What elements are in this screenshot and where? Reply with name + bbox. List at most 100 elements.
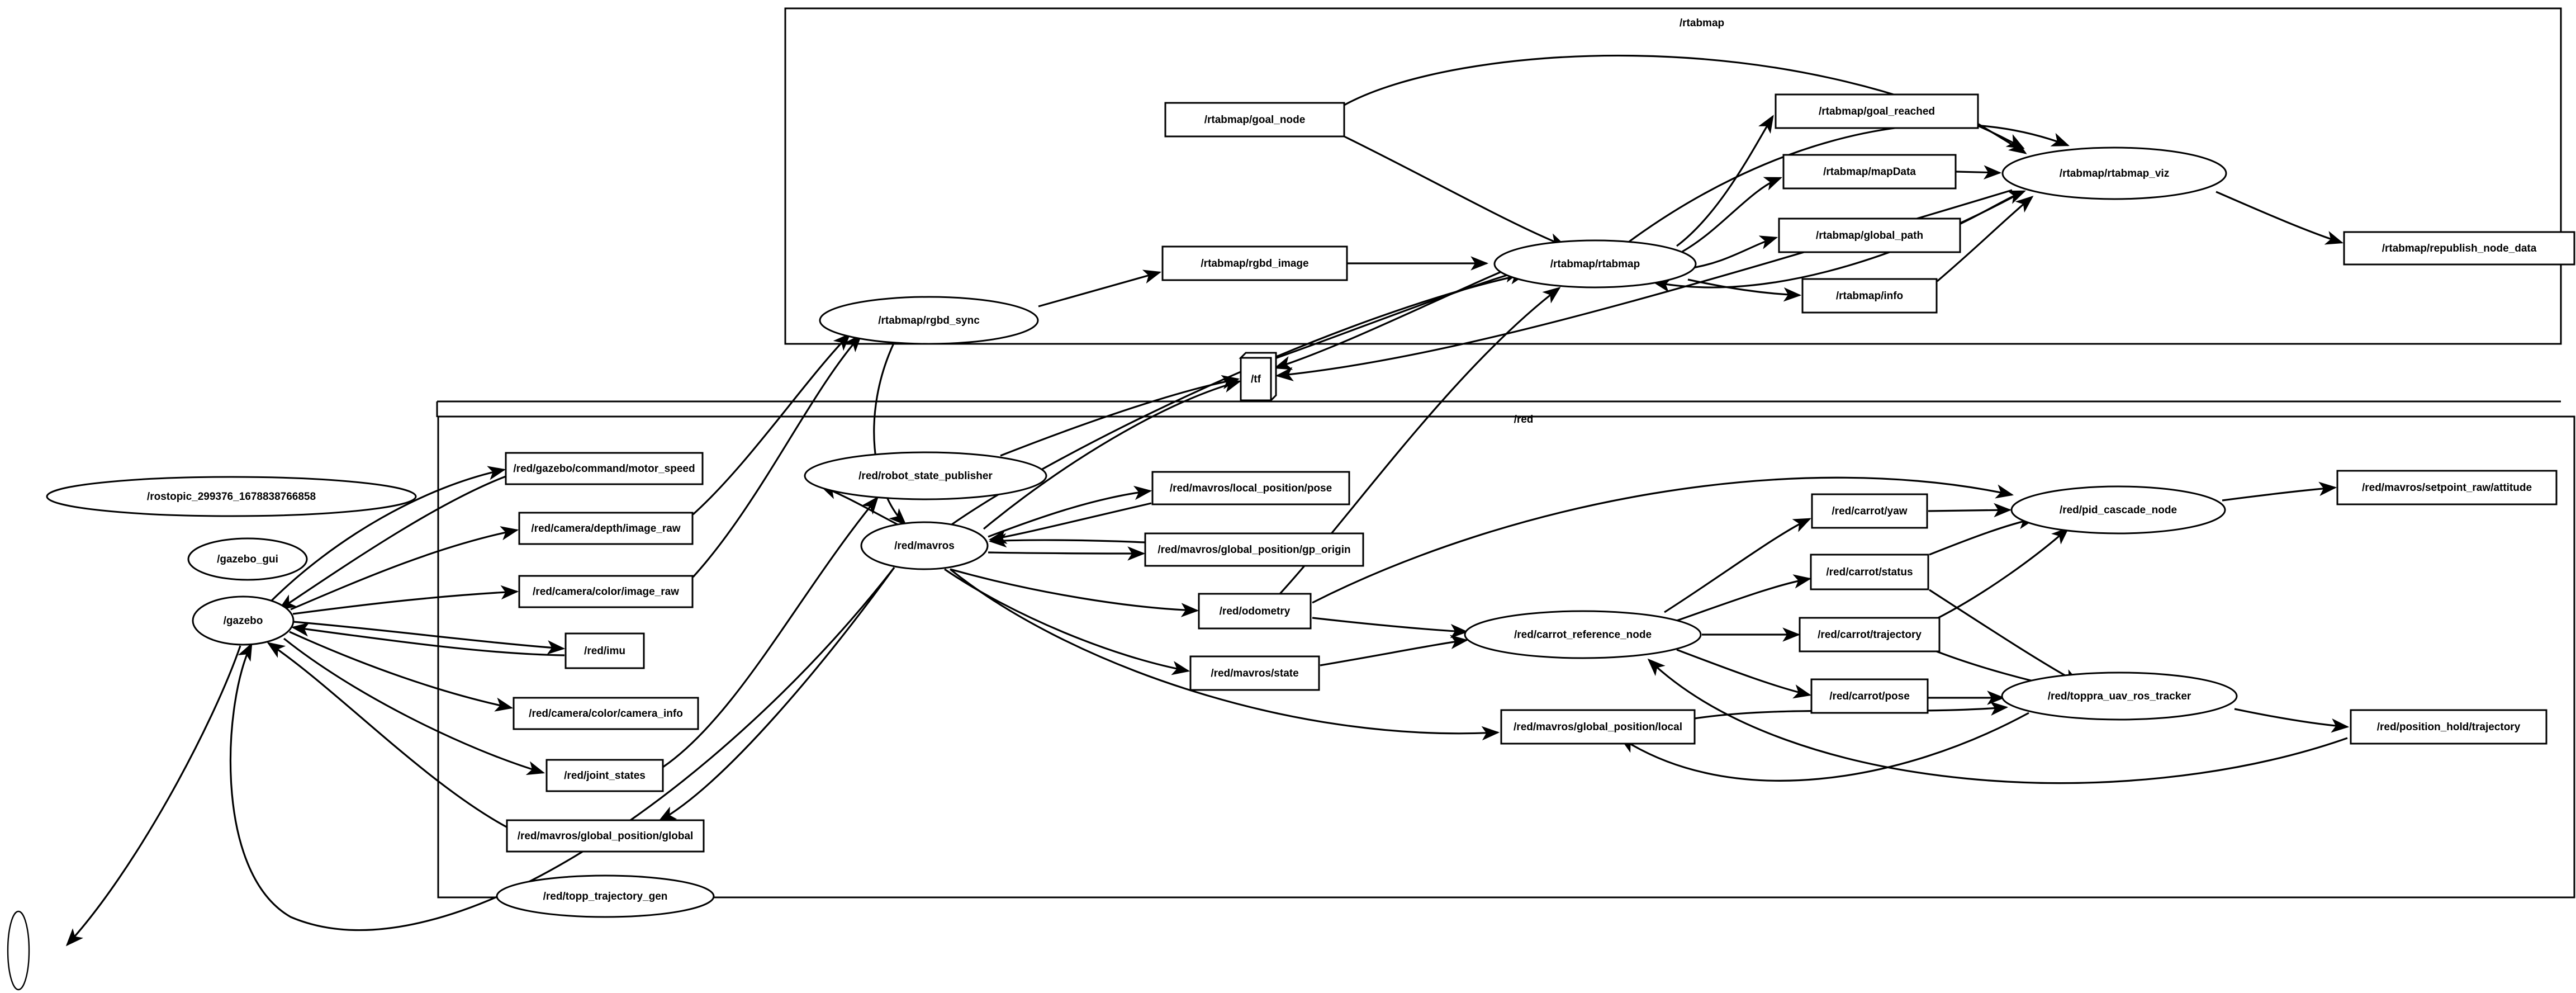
edge-red_mavros-to-red_mavros_local_pose (988, 485, 1152, 538)
node-label-rtabmap_rtabmap_viz: /rtabmap/rtabmap_viz (2060, 168, 2169, 179)
node-label-red_mavros: /red/mavros (894, 540, 955, 552)
node-red_carrot_trajectory[interactable] (1799, 617, 1941, 652)
node-rtabmap_global_path[interactable] (1778, 217, 1961, 253)
node-label-red_joint_states: /red/joint_states (564, 770, 646, 782)
node-red_joint_states[interactable] (545, 759, 664, 792)
edge-red_position_hold_traj-to-red_carrot_reference_node (1647, 658, 2348, 784)
node-red_camera_depth_raw[interactable] (518, 512, 694, 545)
node-tf[interactable] (1239, 352, 1277, 403)
node-shape-ellipse-red_topp_trajectory_gen (496, 874, 715, 918)
node-red_mavros_local_pose[interactable] (1151, 471, 1350, 505)
node-shape-ellipse-red_mavros (860, 521, 989, 570)
node-shape-rect-red_carrot_status (1810, 554, 1929, 590)
node-red_carrot_pose[interactable] (1810, 678, 1929, 714)
edge-gazebo-to-red_joint_states (283, 637, 545, 776)
node-red_mavros_state[interactable] (1189, 655, 1320, 691)
node-red_gazebo_motor_speed[interactable] (505, 452, 704, 485)
node-label-rtabmap_mapData: /rtabmap/mapData (1823, 166, 1916, 178)
node-red_camera_color_info[interactable] (513, 697, 699, 730)
edge-red_mavros_gp_global-to-gazebo (267, 642, 508, 829)
node-label-red_mavros_local_pose: /red/mavros/local_position/pose (1170, 483, 1332, 494)
node-red_mavros_gp_global[interactable] (506, 819, 705, 853)
node-red_pid_cascade_node[interactable] (2010, 485, 2226, 535)
node-shape-box3d-front-tf (1240, 357, 1272, 401)
node-label-red_carrot_trajectory: /red/carrot/trajectory (1818, 629, 1922, 641)
node-rtabmap_goal_node[interactable] (1164, 102, 1345, 138)
node-shape-rect-red_carrot_yaw (1811, 493, 1928, 529)
node-red_topp_trajectory_gen[interactable] (496, 874, 715, 918)
edge-red_imu-to-gazebo (291, 622, 565, 656)
node-red_mavros_gp_local[interactable] (1500, 709, 1696, 745)
edge-red_camera_depth_raw-to-rtabmap_rgbd_sync (692, 333, 851, 516)
node-shape-rect-red_mavros_setpoint_att (2336, 470, 2558, 505)
node-label-red_mavros_state: /red/mavros/state (1211, 668, 1298, 679)
edge-red_carrot_yaw-to-red_pid_cascade_node (1928, 503, 2012, 518)
edge-red_mavros-to-red_mavros_gp_origin (988, 546, 1146, 561)
node-label-red_mavros_setpoint_att: /red/mavros/setpoint_raw/attitude (2362, 482, 2532, 494)
node-label-rtabmap_goal_node: /rtabmap/goal_node (1204, 114, 1306, 126)
node-rtabmap_rgbd_image[interactable] (1161, 245, 1348, 281)
node-red_carrot_reference_node[interactable] (1464, 610, 1702, 659)
node-label-red_imu: /red/imu (584, 645, 625, 657)
node-rostopic[interactable] (46, 476, 417, 517)
node-label-red_toppra_tracker: /red/toppra_uav_ros_tracker (2048, 691, 2191, 702)
node-label-rtabmap_rgbd_image: /rtabmap/rgbd_image (1201, 258, 1308, 269)
edge-rtabmap_rtabmap-to-rtabmap_global_path (1688, 235, 1778, 269)
node-shape-rect-red_carrot_trajectory (1799, 617, 1941, 652)
node-shape-rect-red_camera_color_info (513, 697, 699, 730)
node-red_imu[interactable] (564, 632, 645, 669)
edge-rtabmap_rtabmap-to-tf (1273, 267, 1510, 370)
node-red_toppra_tracker[interactable] (2001, 672, 2238, 721)
node-red_carrot_yaw[interactable] (1811, 493, 1928, 529)
node-red_position_hold_traj[interactable] (2350, 709, 2547, 745)
edge-red_odometry-to-red_pid_cascade_node (1312, 476, 2014, 604)
node-shape-ellipse-rostopic (46, 476, 417, 517)
node-shape-rect-rtabmap_mapData (1782, 154, 1957, 190)
node-red_mavros_setpoint_att[interactable] (2336, 470, 2558, 505)
edge-red_mavros-to-red_mavros_state (944, 568, 1190, 675)
node-label-red_mavros_gp_local: /red/mavros/global_position/local (1514, 721, 1682, 733)
nodes-layer: /rtabmap/goal_node/rtabmap/goal_reached/… (7, 93, 2575, 991)
node-rtabmap_rtabmap[interactable] (1493, 239, 1697, 289)
node-gazebo_gui[interactable] (187, 537, 308, 581)
node-shape-rect-red_camera_color_raw (518, 575, 694, 608)
cluster-box-red (437, 415, 2575, 899)
node-shape-ellipse-red_robot_state_publisher (804, 451, 1047, 500)
node-unlabeled_node[interactable] (7, 910, 30, 991)
edge-gazebo-to-red_camera_color_raw (292, 585, 519, 615)
node-shape-rect-red_imu (564, 632, 645, 669)
edge-red_carrot_trajectory-to-red_pid_cascade_node (1929, 527, 2070, 623)
node-gazebo[interactable] (192, 595, 295, 646)
node-red_carrot_status[interactable] (1810, 554, 1929, 590)
node-rtabmap_rtabmap_viz[interactable] (2001, 146, 2227, 200)
node-rtabmap_rgbd_sync[interactable] (819, 296, 1039, 345)
clusters-layer: /rtabmap/red (436, 7, 2575, 899)
node-red_odometry[interactable] (1198, 593, 1312, 630)
node-label-red_topp_trajectory_gen: /red/topp_trajectory_gen (543, 891, 668, 902)
node-label-gazebo: /gazebo (224, 615, 263, 627)
node-label-red_position_hold_traj: /red/position_hold/trajectory (2377, 721, 2521, 733)
node-red_mavros_gp_origin[interactable] (1144, 532, 1364, 567)
node-red_mavros[interactable] (860, 521, 989, 570)
edge-rtabmap_rtabmap-to-rtabmap_goal_reached (1676, 115, 1774, 247)
node-shape-rect-rtabmap_info (1801, 278, 1938, 314)
node-label-red_robot_state_publisher: /red/robot_state_publisher (858, 470, 993, 482)
node-rtabmap_republish_node[interactable] (2343, 231, 2575, 266)
edge-red_odometry-to-red_carrot_reference_node (1312, 617, 1469, 639)
node-label-gazebo_gui: /gazebo_gui (217, 554, 278, 565)
node-rtabmap_info[interactable] (1801, 278, 1938, 314)
edge-red_carrot_status-to-red_pid_cascade_node (1929, 515, 2037, 556)
node-red_camera_color_raw[interactable] (518, 575, 694, 608)
node-shape-rect-rtabmap_rgbd_image (1161, 245, 1348, 281)
edge-red_gazebo_motor_speed-to-gazebo (278, 475, 506, 611)
edge-rtabmap_goal_node-to-rtabmap_rtabmap (1344, 135, 1567, 247)
node-shape-ellipse-gazebo_gui (187, 537, 308, 581)
edge-rtabmap_goal_reached-to-rtabmap_rtabmap_viz (1978, 123, 2027, 154)
node-red_robot_state_publisher[interactable] (804, 451, 1047, 500)
edge-red_mavros-to-red_odometry (950, 568, 1199, 617)
node-rtabmap_goal_reached[interactable] (1775, 93, 1979, 129)
node-rtabmap_mapData[interactable] (1782, 154, 1957, 190)
node-label-rtabmap_rtabmap: /rtabmap/rtabmap (1550, 258, 1640, 270)
edge-gazebo-to-red_camera_depth_raw (290, 526, 519, 611)
node-label-rtabmap_info: /rtabmap/info (1836, 290, 1903, 302)
